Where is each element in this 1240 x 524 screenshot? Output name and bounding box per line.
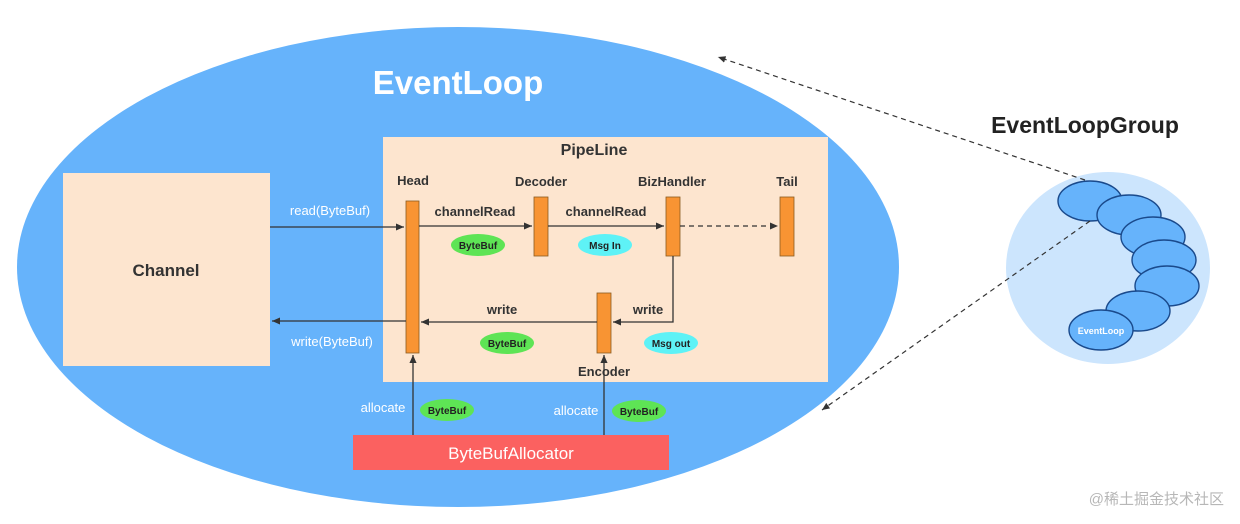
channel-read-label-1: channelRead bbox=[435, 204, 516, 219]
bytebuf-badge-1-text: ByteBuf bbox=[459, 241, 498, 252]
bytebuf-badge-4-text: ByteBuf bbox=[620, 407, 659, 418]
group-to-event-loop-top bbox=[717, 56, 1086, 181]
write-out-label: write(ByteBuf) bbox=[290, 334, 373, 349]
msg-out-badge-text: Msg out bbox=[652, 339, 691, 350]
event-loop-group-title: EventLoopGroup bbox=[991, 112, 1179, 138]
chain-event-loop-7 bbox=[1068, 309, 1134, 351]
bytebuf-badge-2-text: ByteBuf bbox=[488, 339, 527, 350]
tail-handler bbox=[779, 196, 795, 257]
bytebuf-badge-1 bbox=[451, 234, 505, 256]
event-loop-chain bbox=[1057, 180, 1200, 351]
msg-out-badge bbox=[644, 332, 698, 354]
write-label-1: write bbox=[486, 302, 517, 317]
channel-box bbox=[63, 173, 270, 366]
bytebuf-allocator-label: ByteBufAllocator bbox=[448, 444, 574, 463]
bytebuf-badge-4 bbox=[612, 400, 666, 422]
group-to-event-loop-bottom bbox=[821, 220, 1091, 411]
decoder-handler bbox=[533, 196, 549, 257]
allocate-label-1: allocate bbox=[361, 400, 406, 415]
biz-handler bbox=[665, 196, 681, 257]
decoder-label: Decoder bbox=[515, 174, 567, 189]
bytebuf-badge-3-text: ByteBuf bbox=[428, 406, 467, 417]
pipeline-title: PipeLine bbox=[561, 142, 628, 159]
biz-handler-label: BizHandler bbox=[638, 174, 706, 189]
event-loop-title: EventLoop bbox=[373, 64, 544, 101]
channel-read-label-2: channelRead bbox=[566, 204, 647, 219]
bytebuf-allocator-box bbox=[353, 435, 669, 470]
bytebuf-badge-2 bbox=[480, 332, 534, 354]
encoder-handler bbox=[596, 292, 612, 354]
event-loop-item-label: EventLoop bbox=[1078, 326, 1125, 336]
allocate-label-2: allocate bbox=[554, 403, 599, 418]
head-handler bbox=[405, 200, 420, 354]
tail-label: Tail bbox=[776, 174, 797, 189]
channel-label: Channel bbox=[132, 261, 199, 280]
biz-to-encoder-arrow bbox=[613, 256, 674, 326]
bytebuf-badge-3 bbox=[420, 399, 474, 421]
head-label: Head bbox=[397, 173, 429, 188]
write-label-2: write bbox=[632, 302, 663, 317]
msg-in-badge bbox=[578, 234, 632, 256]
read-label: read(ByteBuf) bbox=[290, 203, 370, 218]
watermark: @稀土掘金技术社区 bbox=[1089, 491, 1224, 508]
msg-in-badge-text: Msg In bbox=[589, 241, 621, 252]
